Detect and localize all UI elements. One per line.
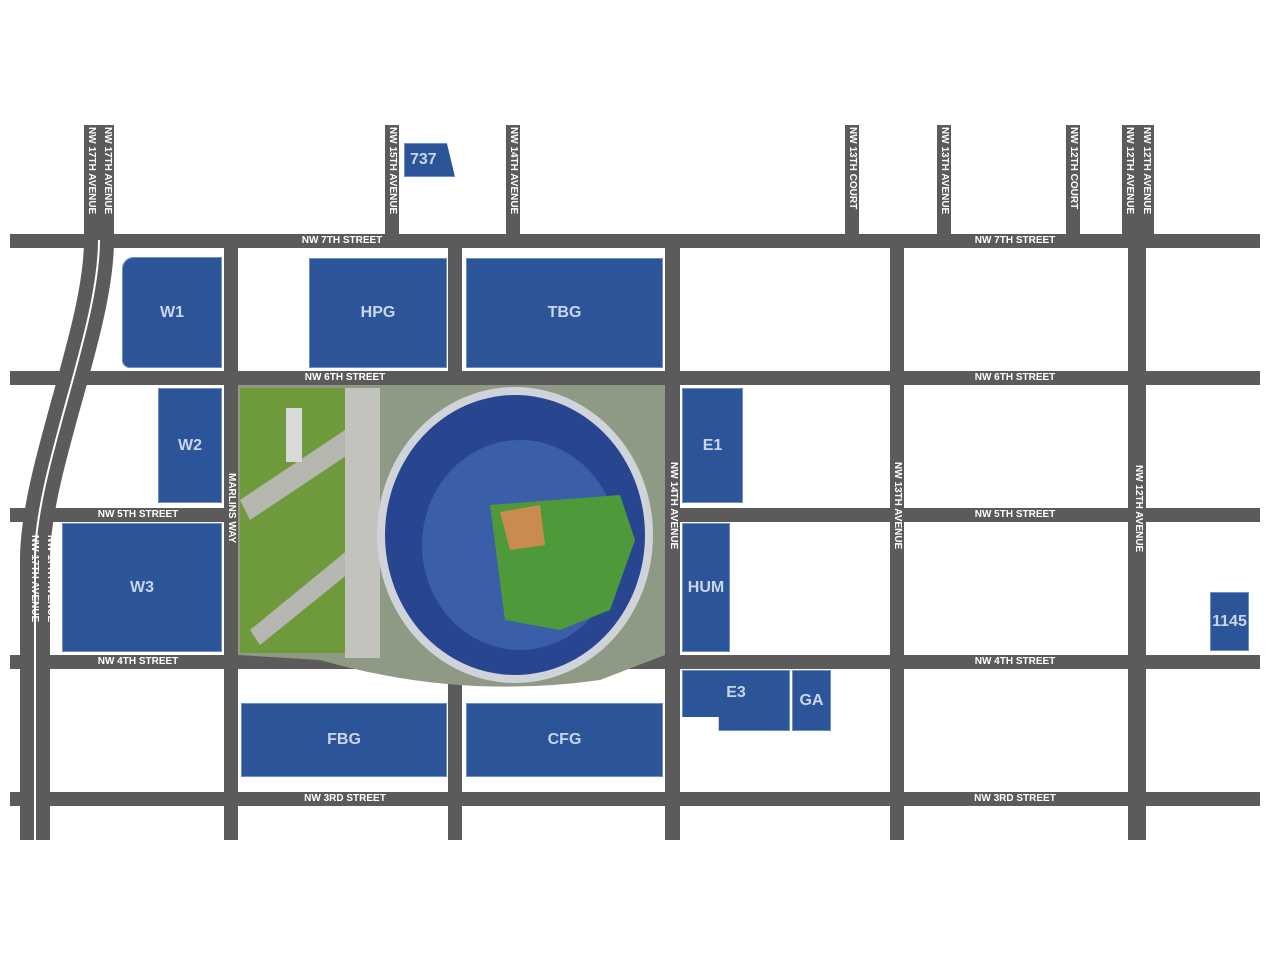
road-nw-7th-street — [10, 234, 1260, 248]
label-nw-14th-avenue: NW 14TH AVENUE — [508, 127, 519, 215]
label-nw-7th-street: NW 7TH STREET — [974, 235, 1056, 246]
lot-hum[interactable]: HUM — [682, 523, 730, 652]
label-nw-13th-avenue: NW 13TH AVENUE — [892, 462, 903, 550]
label-nw-4th-street: NW 4TH STREET — [974, 656, 1056, 667]
label-nw-12th-avenue: NW 12TH AVENUE — [1124, 127, 1135, 215]
pavilion-building — [286, 408, 302, 462]
label-nw-13th-court: NW 13TH COURT — [847, 127, 858, 210]
road-nw-13th-avenue-north — [937, 125, 951, 237]
label-nw-17th-avenue: NW 17TH AVENUE — [86, 127, 97, 215]
road-nw-12th-court — [1066, 125, 1080, 237]
road-nw-13th-avenue — [890, 248, 904, 840]
lot-fbg[interactable]: FBG — [241, 703, 447, 777]
label-nw-13th-avenue: NW 13TH AVENUE — [939, 127, 950, 215]
label-nw-15th-avenue: NW 15TH AVENUE — [387, 127, 398, 215]
lot-cfg[interactable]: CFG — [466, 703, 663, 777]
label-nw-3rd-street: NW 3RD STREET — [974, 793, 1056, 804]
lot-w3[interactable]: W3 — [62, 523, 222, 652]
road-nw-13th-court — [845, 125, 859, 237]
label-nw-12th-court: NW 12TH COURT — [1068, 127, 1079, 210]
label-nw-3rd-street: NW 3RD STREET — [304, 793, 386, 804]
label-nw-17th-avenue: NW 17TH AVENUE — [29, 535, 40, 623]
road-nw-12th-avenue-north — [1122, 125, 1154, 237]
label-nw-6th-street: NW 6TH STREET — [974, 372, 1056, 383]
label-nw-12th-avenue: NW 12TH AVENUE — [1141, 127, 1152, 215]
label-nw-6th-street: NW 6TH STREET — [304, 372, 386, 383]
lot-1145[interactable]: 1145 — [1210, 592, 1249, 651]
label-nw-7th-street: NW 7TH STREET — [301, 235, 383, 246]
road-nw-6th-street — [10, 371, 1260, 385]
infield — [500, 505, 545, 550]
label-nw-4th-street: NW 4TH STREET — [97, 656, 179, 667]
lot-w2[interactable]: W2 — [158, 388, 222, 503]
lot-737[interactable]: 737 — [404, 143, 455, 177]
road-nw-14th-avenue-north — [506, 125, 520, 237]
label-nw-5th-street: NW 5TH STREET — [974, 509, 1056, 520]
label-nw-14th-avenue: NW 14TH AVENUE — [668, 462, 679, 550]
label-nw-17th-avenue: NW 17TH AVENUE — [102, 127, 113, 215]
road-vertical — [448, 248, 462, 378]
road-nw-3rd-street — [10, 792, 1260, 806]
lot-ga[interactable]: GA — [792, 670, 831, 731]
label-nw-5th-street: NW 5TH STREET — [97, 509, 179, 520]
road-nw-15th-avenue — [385, 125, 399, 237]
lot-tbg[interactable]: TBG — [466, 258, 663, 368]
road-vertical — [448, 660, 462, 840]
label-nw-12th-avenue: NW 12TH AVENUE — [1133, 465, 1144, 553]
label-nw-17th-avenue: NW 17TH AVENUE — [45, 535, 56, 623]
road-nw-14th-avenue — [665, 248, 680, 840]
road-nw-17th-avenue — [84, 125, 114, 237]
lot-hpg[interactable]: HPG — [309, 258, 447, 368]
road-nw-12th-avenue — [1128, 248, 1146, 840]
road-vertical — [224, 248, 238, 840]
lot-w1[interactable]: W1 — [122, 257, 222, 368]
label-marlins-way: MARLINS WAY — [226, 473, 237, 544]
lot-e1[interactable]: E1 — [682, 388, 743, 503]
